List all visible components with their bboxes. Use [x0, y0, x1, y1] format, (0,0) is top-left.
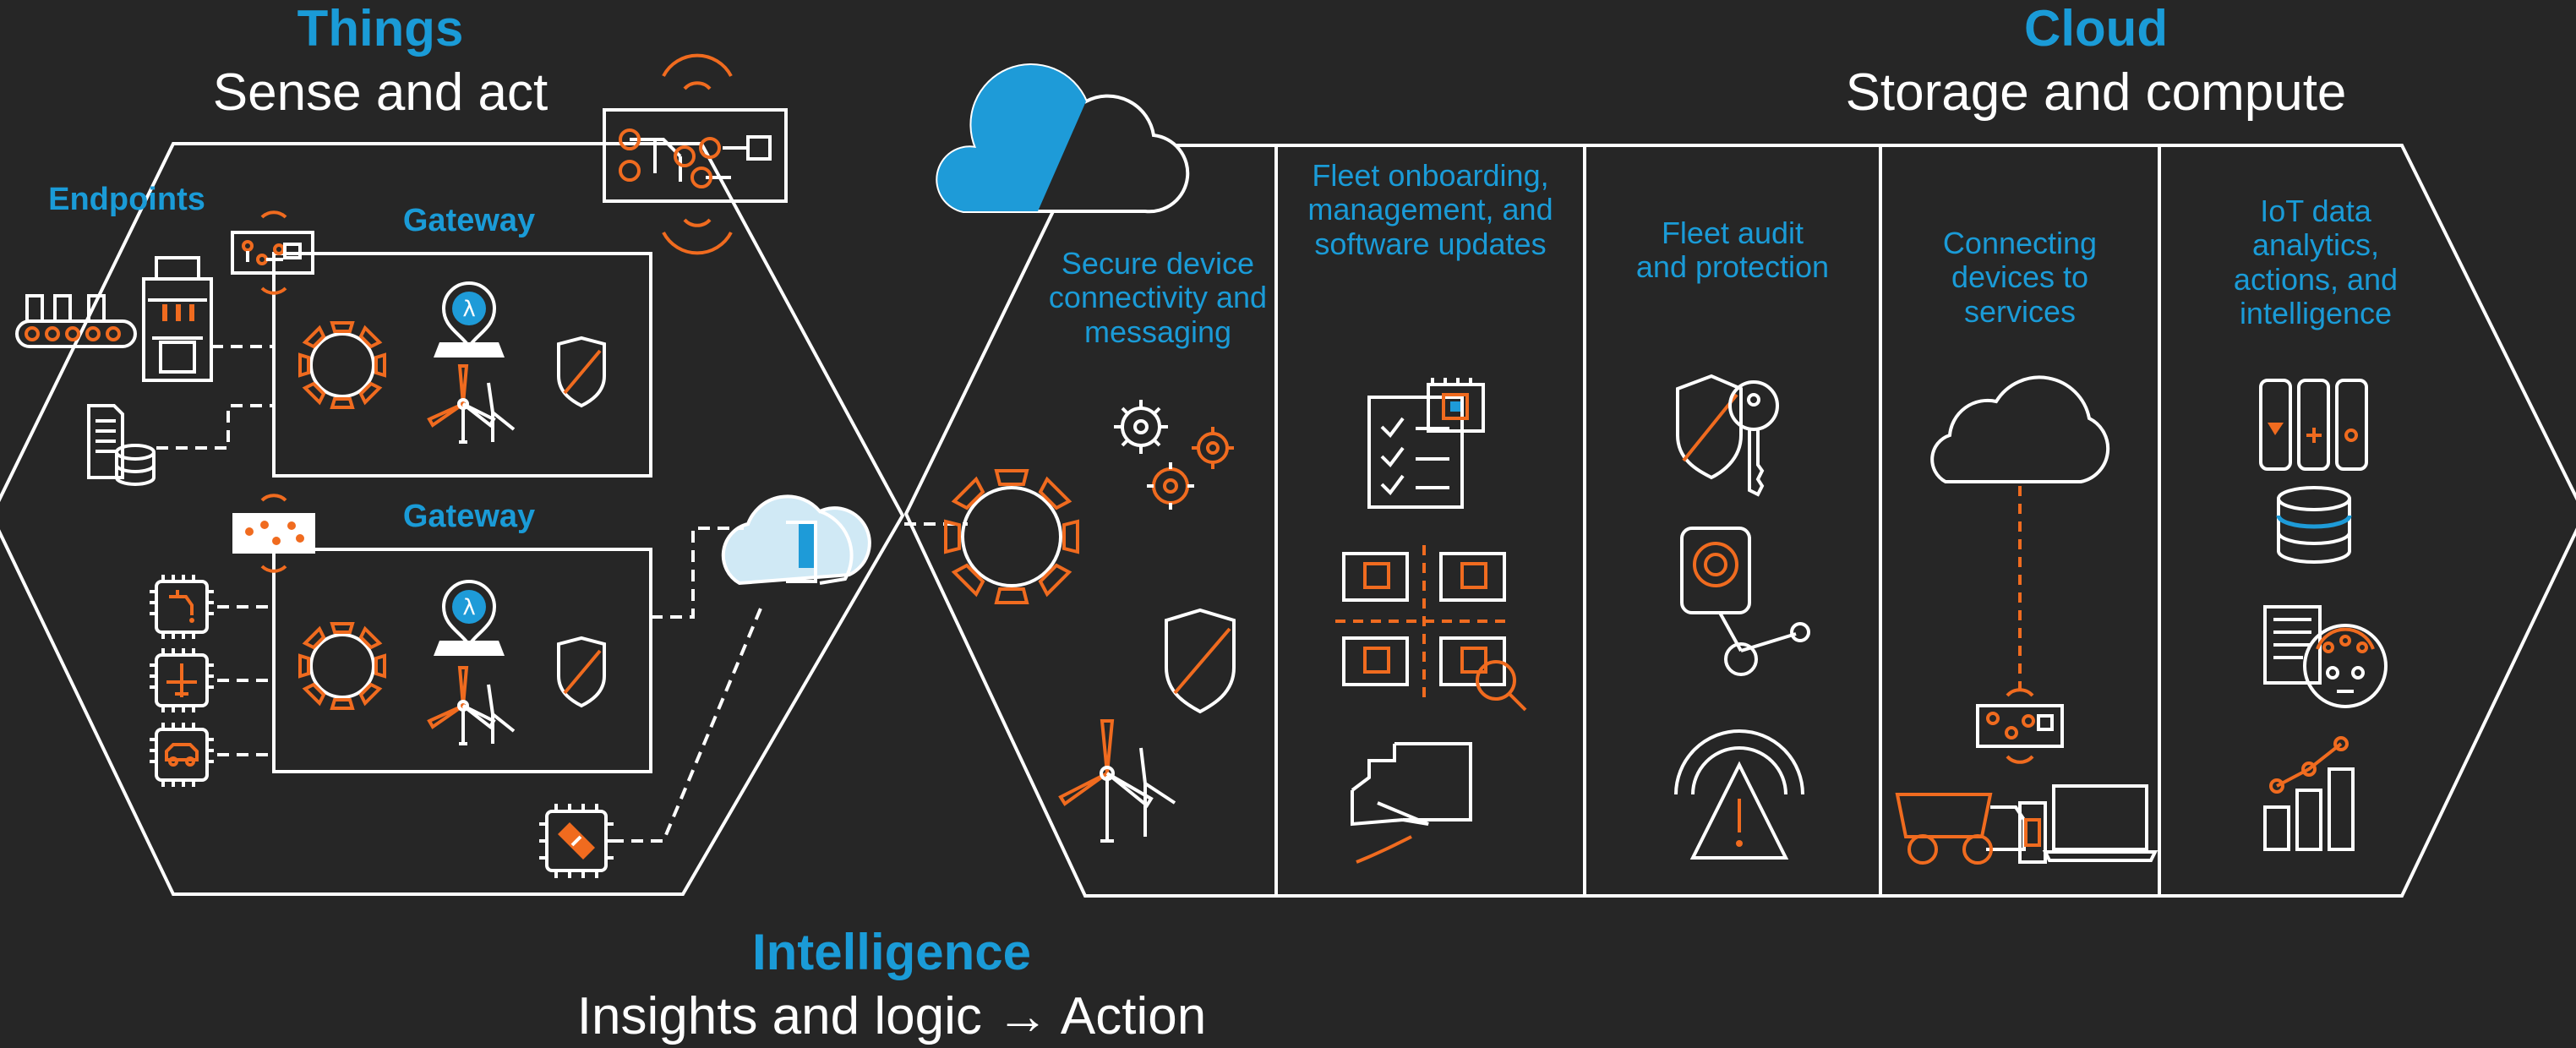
chip-airplane-icon: [150, 648, 214, 712]
lambda-icon: λ: [434, 580, 505, 656]
document-ai-icon: [2263, 605, 2388, 708]
server-database-icon: [87, 404, 156, 486]
lambda-icon: λ: [434, 281, 505, 358]
intelligence-title: Intelligence: [751, 924, 1032, 980]
camera-sensor-icon: [1680, 527, 1810, 676]
shield-key-icon: [1676, 374, 1779, 497]
sensor-board-icon: [232, 494, 315, 573]
svg-text:λ: λ: [462, 297, 475, 322]
shield-icon: [557, 336, 606, 408]
chip-grid-icon: [1335, 545, 1527, 712]
paper-plane-icon: [1351, 742, 1472, 864]
gear-icon: [298, 321, 386, 409]
controls-panel-icon: [2259, 379, 2368, 471]
chip-car-icon: [150, 723, 214, 787]
cloud-icon: [936, 63, 1190, 214]
gateway-box-bottom: [272, 548, 652, 773]
gear-icon: [944, 469, 1079, 604]
gateway-box-top: [272, 252, 652, 478]
column-label-analytics: IoT data analytics, actions, and intelli…: [2233, 194, 2399, 330]
chip-faucet-icon: [150, 575, 214, 639]
router-icon: [1976, 688, 2064, 764]
things-subtitle: Sense and act: [212, 63, 548, 122]
column-label-connecting-services: Connecting devices to services: [1942, 226, 2098, 329]
wind-turbine-icon: [1058, 719, 1176, 843]
shield-icon: [1165, 608, 1236, 714]
cloud-title: Cloud: [2024, 0, 2168, 57]
wind-turbine-icon: [427, 666, 516, 745]
column-label-fleet-audit: Fleet audit and protection: [1635, 216, 1830, 285]
column-label-connectivity: Secure device connectivity and messaging: [1048, 246, 1268, 349]
shield-icon: [557, 636, 606, 708]
svg-text:λ: λ: [462, 595, 475, 620]
column-label-fleet-onboarding: Fleet onboarding, management, and softwa…: [1307, 158, 1553, 261]
cloud-hexagon: [903, 144, 2576, 898]
database-icon: [2276, 486, 2352, 564]
checklist-chip-icon: [1367, 378, 1485, 509]
gears-icon: [1114, 400, 1234, 510]
wind-turbine-icon: [427, 364, 516, 444]
cloud-subtitle: Storage and compute: [1845, 63, 2347, 122]
things-title: Things: [297, 0, 464, 57]
truck-laptop-icon: [1895, 784, 2158, 865]
factory-conveyor-icon: [15, 256, 213, 382]
gear-icon: [298, 622, 386, 710]
bar-chart-icon: [2263, 736, 2355, 851]
cloud-gateway-icon: [721, 494, 871, 586]
intelligence-subtitle: Insights and logic → Action: [576, 987, 1207, 1045]
chip-satellite-icon: [539, 804, 614, 878]
gateway-label-bottom: Gateway: [402, 499, 536, 534]
cloud-icon: [1930, 375, 2110, 483]
endpoints-label: Endpoints: [48, 182, 205, 217]
router-icon: [231, 210, 314, 295]
alarm-warning-icon: [1674, 729, 1804, 860]
circuit-board-icon: [603, 53, 788, 255]
gateway-label-top: Gateway: [402, 203, 536, 238]
